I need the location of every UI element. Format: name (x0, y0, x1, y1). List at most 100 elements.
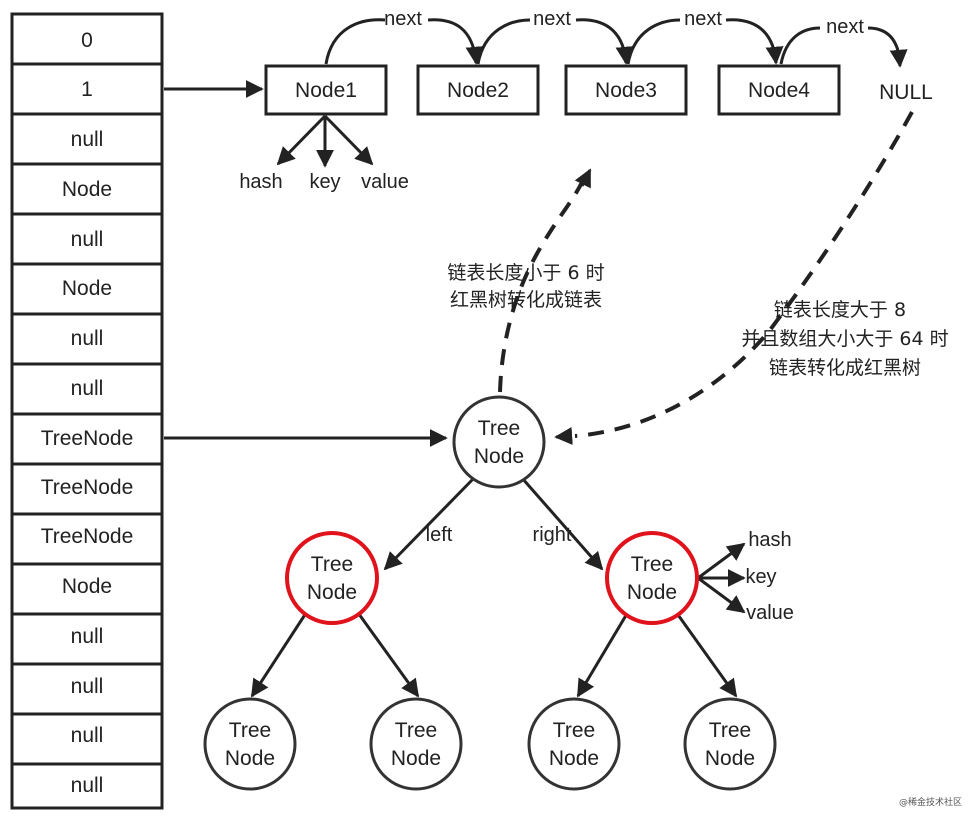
bucket-label: 1 (81, 78, 93, 101)
bucket-label: Node (62, 178, 112, 201)
tree-to-list-dashed-arrow (498, 177, 586, 393)
tree-node-label-line2: Node (391, 747, 441, 770)
tree-leaf-node: Tree Node (683, 697, 777, 791)
bucket-15: null (10, 762, 164, 810)
list-node-4: Node4 (717, 64, 841, 116)
tree-node-label-line1: Tree (478, 417, 520, 440)
bucket-array: 0 1 null Node null Node null null (10, 12, 164, 810)
bucket-label: TreeNode (41, 476, 134, 499)
bucket-4: null (10, 212, 164, 266)
field-arrow (276, 114, 327, 166)
list-node-label: Node4 (748, 79, 810, 102)
next-label: next (684, 8, 722, 30)
next-label: next (826, 16, 864, 38)
tree-edge (576, 611, 630, 698)
bucket-0: 0 (10, 12, 164, 66)
tree-red-node-left: Tree Node (285, 531, 379, 625)
tree-root-node: Tree Node (452, 395, 546, 489)
list-node-1: Node1 (264, 64, 388, 116)
list-to-tree-arrow-head (554, 427, 573, 445)
field-key-label: key (309, 171, 340, 193)
tree-node-label-line2: Node (627, 581, 677, 604)
bucket-1: 1 (10, 62, 164, 116)
bucket-label: null (71, 625, 104, 648)
tree-node-label-line1: Tree (553, 719, 595, 742)
bucket-label: null (71, 128, 104, 151)
tree-node-label-line2: Node (225, 747, 275, 770)
tree-red-node-right: Tree Node (605, 531, 699, 625)
tree-node-label-line1: Tree (229, 719, 271, 742)
tree-to-list-annotation-line2: 红黑树转化成链表 (450, 289, 602, 311)
tree-node-label-line1: Tree (631, 553, 673, 576)
tree-leaf-node: Tree Node (203, 697, 297, 791)
field-key-label: key (745, 566, 776, 588)
next-arrow-head (765, 46, 784, 65)
list-to-tree-annotation-line2: 并且数组大小大于 64 时 (741, 328, 948, 350)
right-label: right (533, 524, 572, 546)
null-terminal-label: NULL (879, 81, 933, 104)
tree-leaf-node: Tree Node (527, 697, 621, 791)
bucket-8: TreeNode (10, 412, 164, 466)
bucket-label: TreeNode (41, 427, 134, 450)
field-hash-label: hash (748, 529, 791, 551)
bucket-5: Node (10, 262, 164, 316)
field-arrow (323, 114, 374, 166)
bucket-label: null (71, 377, 104, 400)
bucket-11: Node (10, 562, 164, 616)
bucket-label: Node (62, 277, 112, 300)
bucket-6: null (10, 312, 164, 366)
conversion-arrows: 链表长度小于 6 时 红黑树转化成链表 链表长度大于 8 并且数组大小大于 64… (447, 111, 949, 445)
bucket-7: null (10, 362, 164, 416)
next-arrow-head (465, 46, 484, 65)
bucket-10: TreeNode (10, 512, 164, 566)
list-node-label: Node2 (447, 79, 509, 102)
left-label: left (426, 524, 453, 546)
next-label: next (533, 8, 571, 30)
bucket-label: null (71, 327, 104, 350)
bucket-label: null (71, 228, 104, 251)
bucket-label: Node (62, 575, 112, 598)
tree-edge (354, 609, 420, 698)
list-node-3: Node3 (564, 64, 688, 116)
list-to-tree-annotation-line1: 链表长度大于 8 (774, 299, 906, 321)
field-arrow (697, 542, 746, 580)
bucket-label: null (71, 774, 104, 797)
bucket-9: TreeNode (10, 462, 164, 516)
bucket-3: Node (10, 162, 164, 216)
tree-node-label-line2: Node (307, 581, 357, 604)
tree-node-label-line1: Tree (311, 553, 353, 576)
tree-to-list-arrow-head (574, 168, 592, 189)
field-arrow (697, 576, 746, 614)
field-value-label: value (746, 602, 794, 624)
bucket-13: null (10, 662, 164, 716)
tree-leaf-node: Tree Node (369, 697, 463, 791)
red-black-tree: left right hash key value Tree Node Tree… (164, 395, 794, 791)
bucket-label: null (71, 675, 104, 698)
tree-to-list-annotation-line1: 链表长度小于 6 时 (447, 262, 604, 284)
list-node-2: Node2 (416, 64, 540, 116)
bucket-2: null (10, 112, 164, 166)
list-to-tree-annotation-line3: 链表转化成红黑树 (769, 357, 921, 379)
linked-list: Node1 Node2 Node3 Node4 NULL next next n… (164, 8, 933, 193)
bucket-12: null (10, 612, 164, 666)
tree-node-label-line2: Node (705, 747, 755, 770)
tree-edge (674, 611, 738, 698)
bucket-label: 0 (81, 29, 93, 52)
tree-edge (250, 609, 310, 698)
field-hash-label: hash (239, 171, 282, 193)
next-arrow-head (615, 46, 634, 65)
tree-edge-right (520, 477, 604, 571)
tree-edge-left (383, 476, 476, 571)
tree-node-label-line2: Node (549, 747, 599, 770)
list-to-tree-dashed-arrow (574, 111, 914, 438)
list-node-label: Node1 (295, 79, 357, 102)
bucket-14: null (10, 712, 164, 766)
tree-node-label-line1: Tree (395, 719, 437, 742)
bucket-label: null (71, 724, 104, 747)
tree-node-label-line1: Tree (709, 719, 751, 742)
list-node-label: Node3 (595, 79, 657, 102)
next-label: next (384, 8, 422, 30)
watermark-text: @稀金技术社区 (899, 796, 962, 808)
